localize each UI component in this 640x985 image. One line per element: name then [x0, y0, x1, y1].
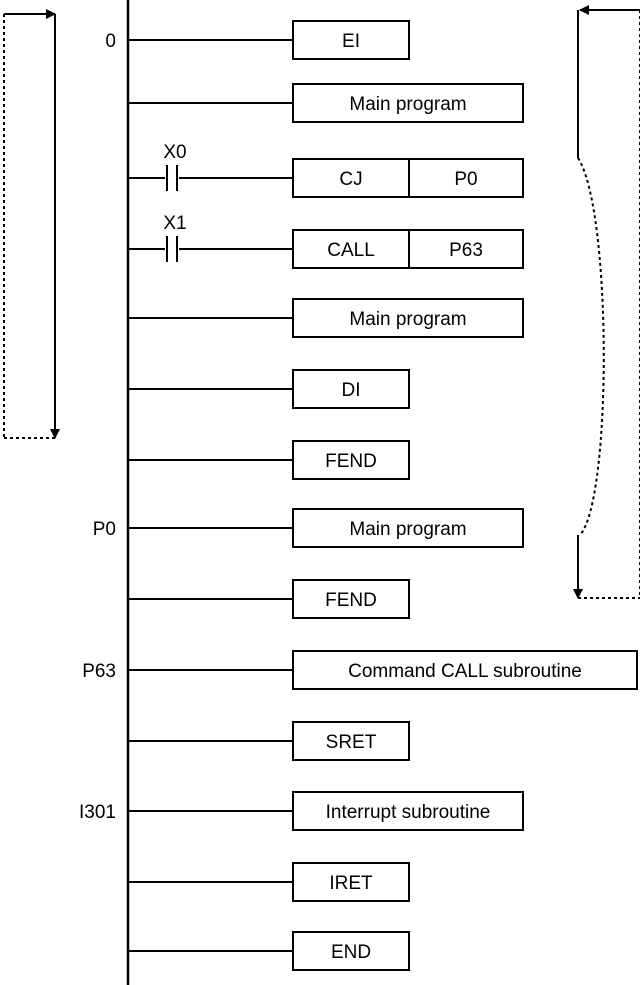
- instruction-text: END: [331, 942, 371, 963]
- instruction-text: Main program: [349, 519, 466, 540]
- instruction-box: [292, 508, 524, 548]
- instruction-box: [292, 440, 410, 480]
- rung: Main program: [128, 298, 524, 338]
- instruction-text: IRET: [329, 873, 373, 894]
- instruction-box: [292, 83, 524, 123]
- operand-text: P0: [454, 169, 477, 190]
- instruction-box: [292, 721, 410, 761]
- instruction-text: CJ: [339, 169, 362, 190]
- rung: IRET: [128, 862, 410, 902]
- operand-text: P63: [449, 240, 483, 261]
- rung-label: P63: [82, 661, 116, 682]
- instruction-box: [292, 579, 410, 619]
- contact-label: X0: [163, 142, 186, 163]
- instruction-text: Main program: [349, 309, 466, 330]
- rung: I301 Interrupt subroutine: [79, 791, 524, 831]
- instruction-box: [292, 862, 410, 902]
- instruction-text: FEND: [325, 451, 377, 472]
- rung-label: I301: [79, 802, 116, 823]
- instruction-text: CALL: [327, 240, 375, 261]
- rung: FEND: [128, 579, 410, 619]
- rung-label: 0: [105, 31, 116, 52]
- instruction-text: EI: [342, 31, 360, 52]
- rung-label: P0: [93, 519, 116, 540]
- rung: SRET: [128, 721, 410, 761]
- rung: DI: [128, 369, 410, 409]
- instruction-text: FEND: [325, 590, 377, 611]
- instruction-text: Main program: [349, 94, 466, 115]
- instruction-text: Interrupt subroutine: [326, 802, 491, 823]
- instruction-box: [292, 931, 410, 971]
- rung: END: [128, 931, 410, 971]
- instruction-text: Command CALL subroutine: [348, 661, 582, 682]
- instruction-box: [292, 791, 524, 831]
- instruction-text: DI: [342, 380, 361, 401]
- rung: Main program: [128, 83, 524, 123]
- rung: P63 Command CALL subroutine: [82, 650, 638, 690]
- instruction-box: [292, 298, 524, 338]
- instruction-box: [292, 20, 410, 60]
- rung: 0 EI: [105, 20, 410, 60]
- instruction-box: [292, 650, 638, 690]
- instruction-box: [292, 369, 410, 409]
- left-flow-bracket: [3, 9, 60, 439]
- rung: FEND: [128, 440, 410, 480]
- contact-label: X1: [163, 213, 186, 234]
- right-flow-bracket: [573, 5, 640, 599]
- instruction-text: SRET: [326, 732, 377, 753]
- rung: P0 Main program: [93, 508, 524, 548]
